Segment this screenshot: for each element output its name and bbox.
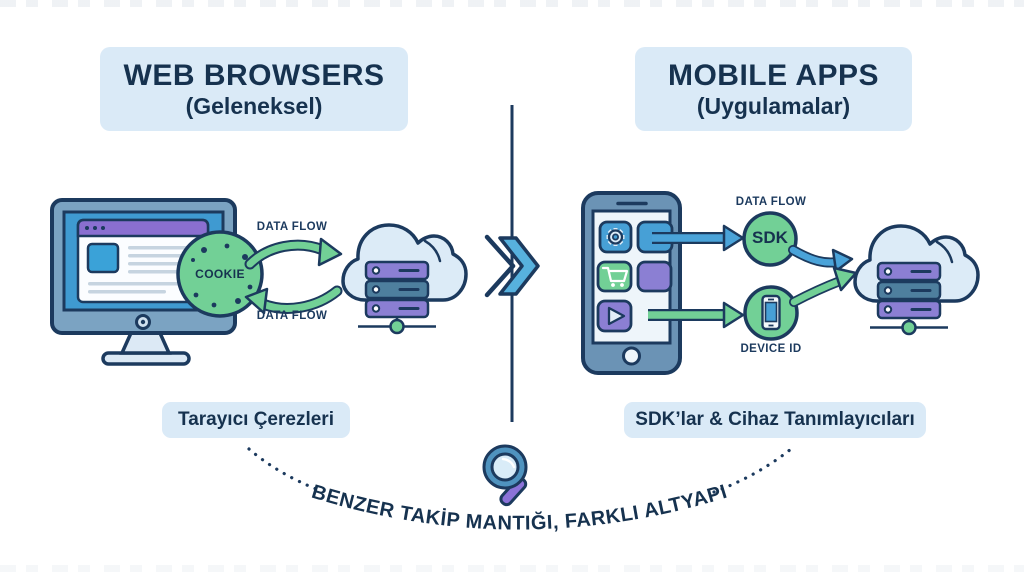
sdk-circle-icon: [742, 211, 798, 267]
mobile-apps-subtitle: (Uygulamalar): [696, 93, 851, 120]
device-id-label: DEVICE ID: [740, 343, 802, 355]
browser-text-lines: [88, 246, 198, 294]
arrow-from-server: [259, 287, 341, 312]
cart-app-icon: [596, 260, 633, 293]
cloud-server-icon-right: [853, 224, 980, 336]
magnifier-icon: [482, 444, 528, 507]
mobile-apps-header: MOBILE APPS (Uygulamalar): [635, 47, 912, 131]
dotted-arc-right: [712, 447, 793, 494]
web-browsers-subtitle: (Geleneksel): [185, 93, 323, 120]
web-browsers-title: WEB BROWSERS: [123, 58, 385, 92]
divider: [484, 105, 540, 422]
monitor-stand: [119, 331, 172, 355]
network-node: [389, 318, 405, 335]
sdk-flow: [652, 211, 854, 273]
device-id-flow: [648, 266, 858, 341]
double-chevron-icon: [498, 236, 540, 296]
server-rack: [364, 260, 430, 319]
browser-titlebar: [76, 218, 210, 238]
gear-app-icon: [598, 220, 633, 254]
phone-home-button: [622, 346, 641, 366]
magnifier-lens: [490, 452, 520, 482]
device-id-phone-icon: [761, 294, 781, 331]
smartphone-icon: [581, 191, 682, 375]
play-app-icon: [596, 299, 633, 333]
cookie-label: COOKIE: [195, 267, 245, 281]
sdk-label: SDK: [752, 228, 788, 247]
browser-cookies-caption: Tarayıcı Çerezleri: [162, 402, 350, 438]
dotted-arc-left: [247, 447, 323, 493]
arrow-to-server: [246, 241, 327, 268]
cloud-server-icon-left: [341, 223, 468, 335]
data-flow-right-label: DATA FLOW: [735, 196, 807, 208]
sdk-identifiers-caption: SDK’lar & Cihaz Tanımlayıcıları: [624, 402, 926, 438]
web-browsers-header: WEB BROWSERS (Geleneksel): [100, 47, 408, 131]
mobile-apps-title: MOBILE APPS: [667, 58, 880, 92]
data-flow-arrows-left: [244, 237, 343, 315]
chevron-outline-icon: [484, 234, 516, 298]
browser-window-icon: [76, 218, 210, 304]
browser-image-placeholder: [86, 242, 120, 274]
arrow-deviceid-to-server: [790, 277, 844, 306]
cookie-icon: [176, 230, 264, 318]
data-flow-top-label: DATA FLOW: [256, 221, 328, 233]
data-flow-bottom-label: DATA FLOW: [256, 310, 328, 322]
purple-app-icon: [636, 260, 673, 293]
